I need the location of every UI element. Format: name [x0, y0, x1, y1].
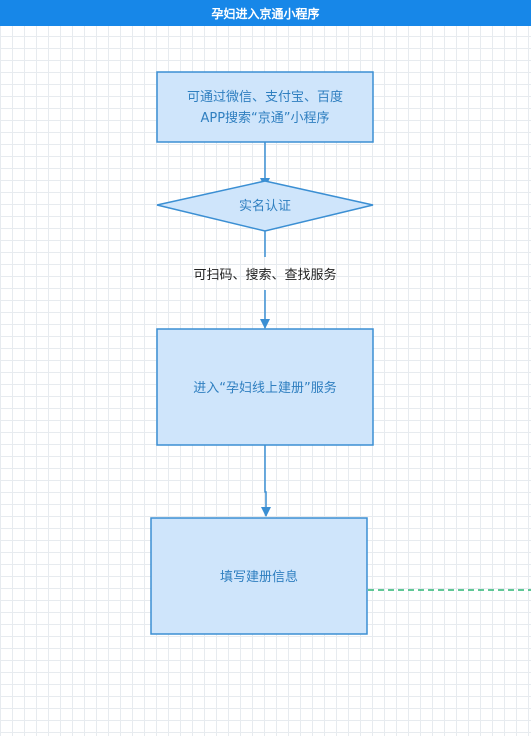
- step1-line1: 可通过微信、支付宝、百度: [187, 89, 343, 105]
- step2-label: 进入“孕妇线上建册”服务: [193, 380, 336, 396]
- step-box-shape: [150, 517, 368, 635]
- decision-real-name-auth[interactable]: 实名认证: [156, 180, 374, 232]
- step-box-fill-registration[interactable]: 填写建册信息: [150, 517, 368, 635]
- arrow-step2-to-step3: [261, 445, 271, 517]
- edge-label: 可扫码、搜索、查找服务: [193, 267, 336, 283]
- step-box-search-miniprogram[interactable]: 可通过微信、支付宝、百度 APP搜索“京通”小程序: [156, 71, 374, 143]
- step-box-enter-service[interactable]: 进入“孕妇线上建册”服务: [156, 328, 374, 446]
- title-bar: 孕妇进入京通小程序: [0, 0, 531, 26]
- step3-label: 填写建册信息: [220, 569, 298, 585]
- step-box-shape: [156, 71, 374, 143]
- decision-label: 实名认证: [239, 198, 291, 214]
- step1-line2: APP搜索“京通”小程序: [200, 111, 329, 126]
- title-text: 孕妇进入京通小程序: [211, 6, 320, 21]
